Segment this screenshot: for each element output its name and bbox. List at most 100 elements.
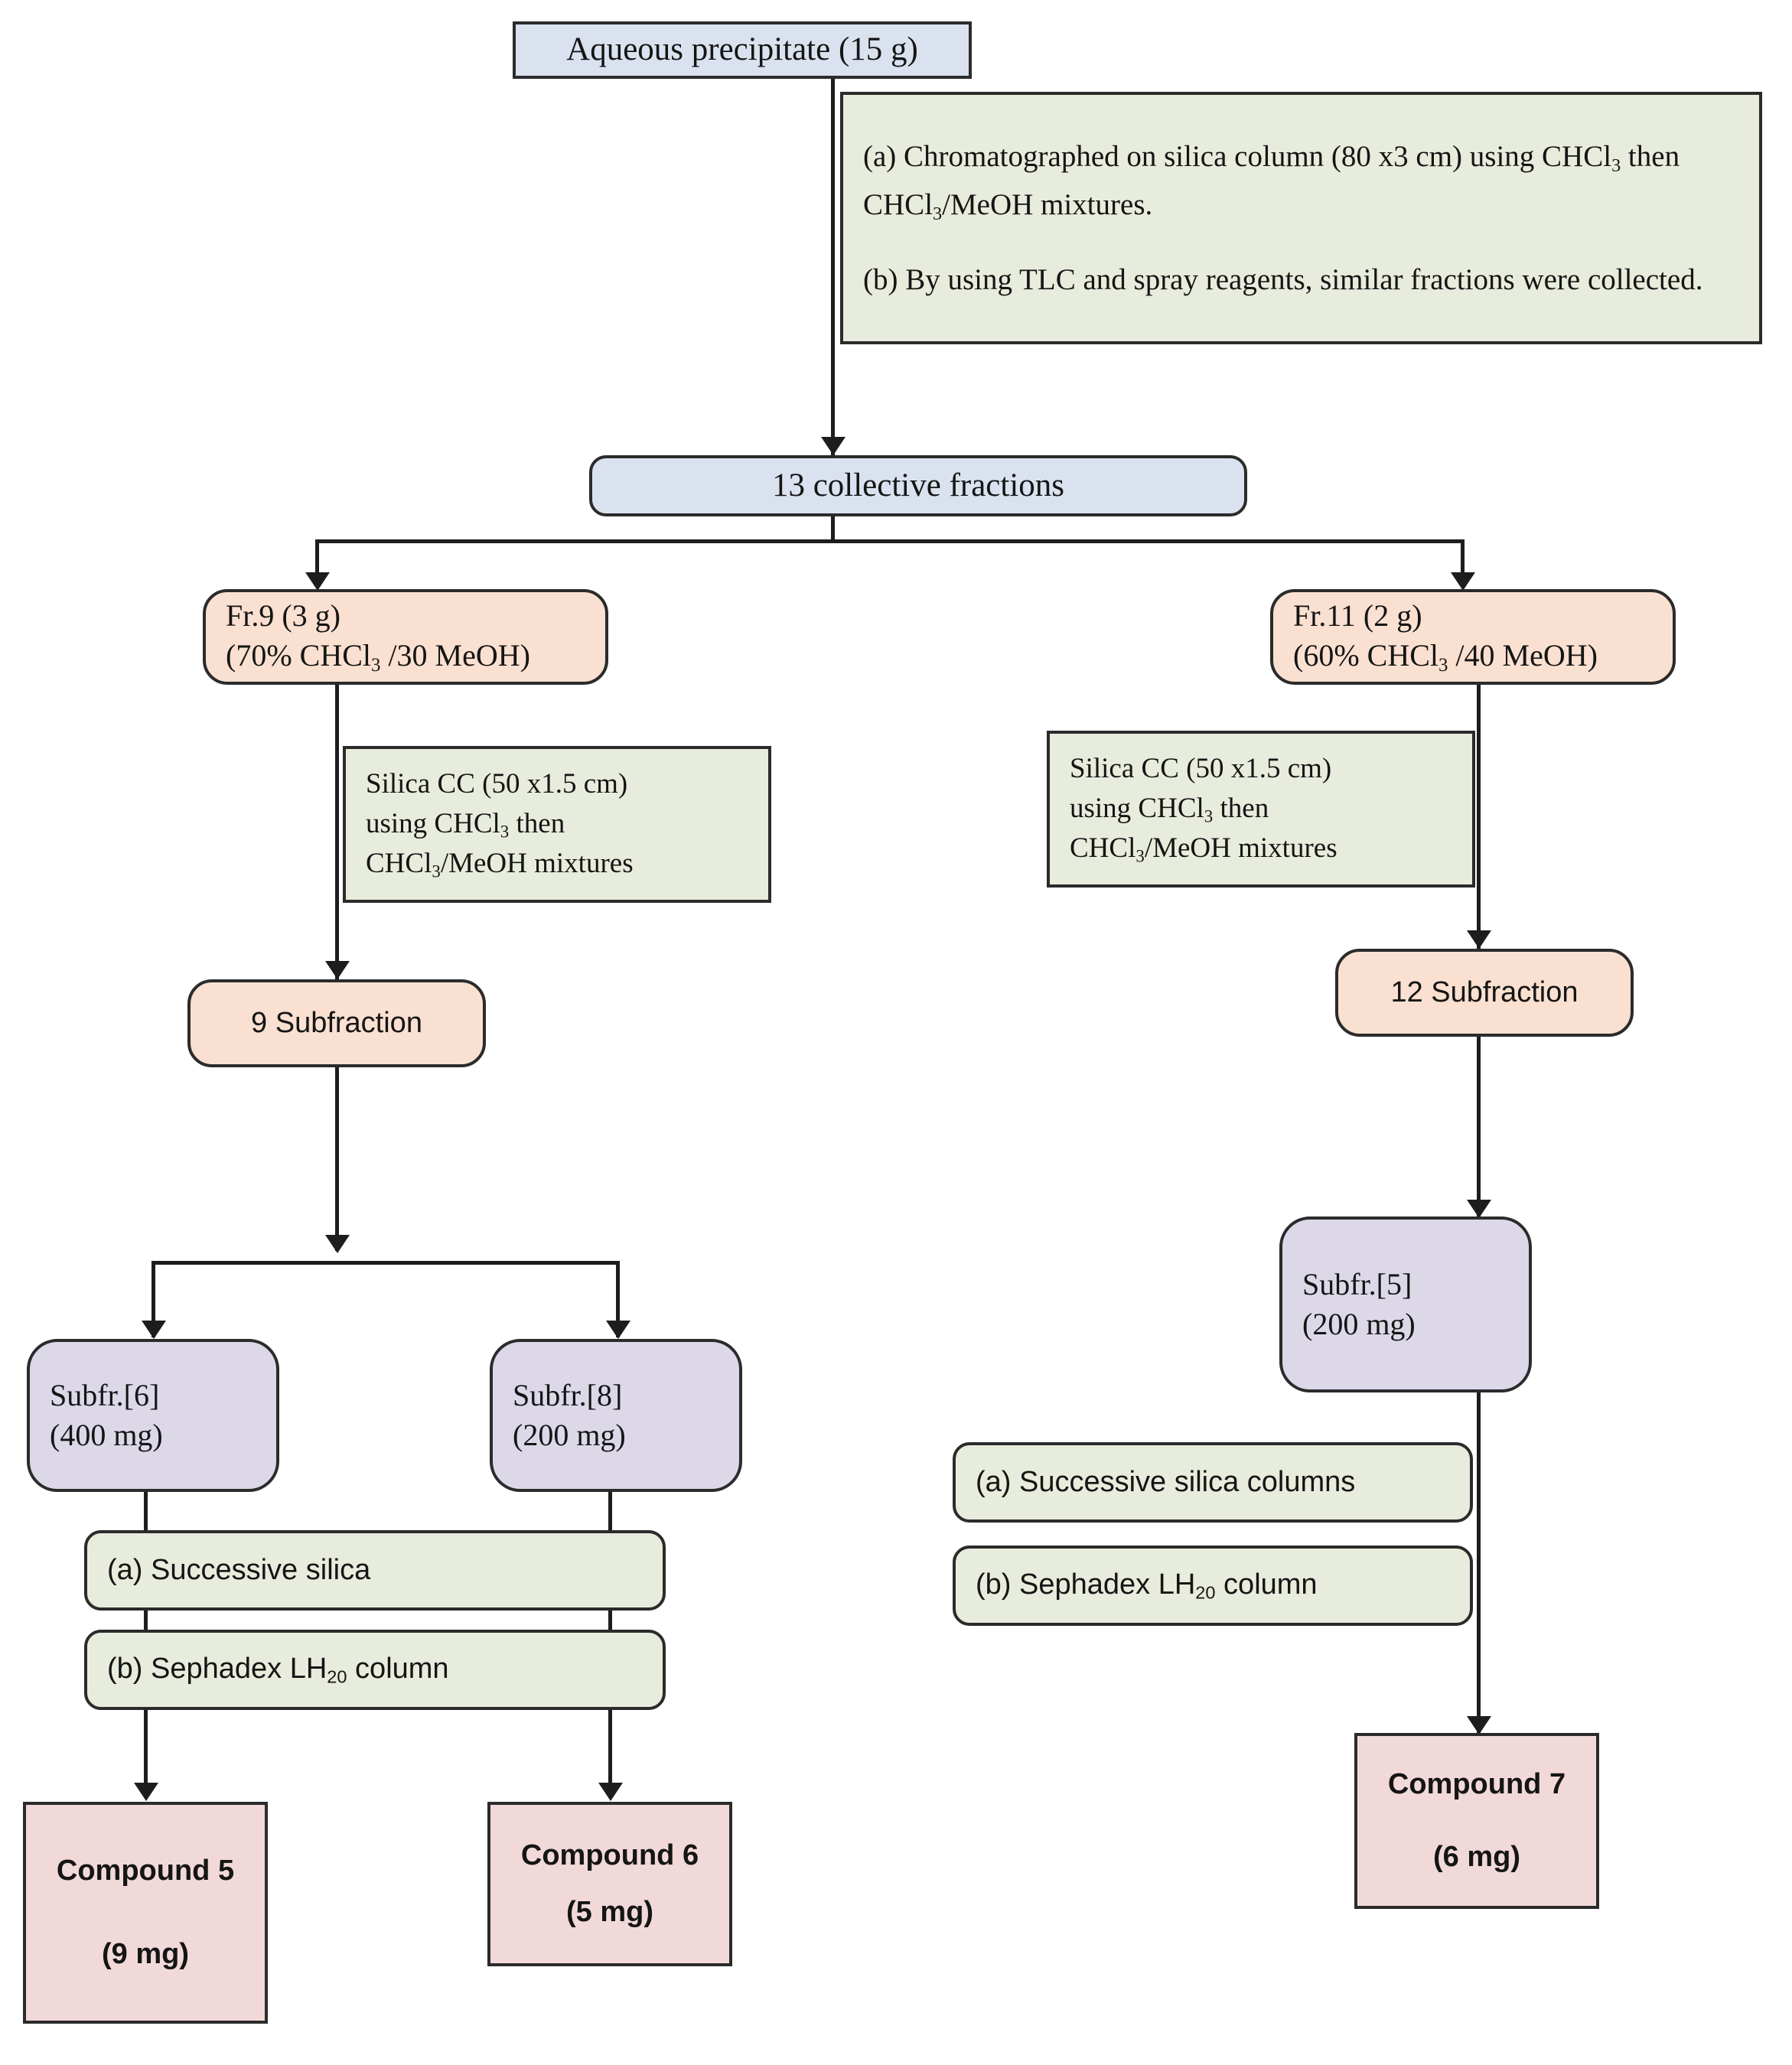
node-compound-6: Compound 6 (5 mg) — [487, 1802, 732, 1966]
node-subfr-8: Subfr.[8] (200 mg) — [490, 1339, 742, 1492]
arrowhead-fr9 — [305, 572, 330, 591]
note-cc-left-line3: CHCl3/MeOH mixtures — [366, 844, 634, 884]
arrowhead-compound6 — [598, 1783, 623, 1801]
note-left-sephadex: (b) Sephadex LH20 column — [84, 1630, 666, 1710]
note-a-tail2: /MeOH mixtures. — [942, 188, 1153, 222]
cc-l-l2post: then — [509, 807, 565, 839]
subfr5-line1: Subfr.[5] — [1302, 1267, 1412, 1301]
arrowhead-compound7 — [1467, 1716, 1491, 1734]
cc-l-l3post: /MeOH mixtures — [440, 848, 634, 880]
connector-sub12-to-subfr5 — [1477, 1037, 1481, 1217]
note-line-a: (a) Chromatographed on silica column (80… — [863, 132, 1745, 229]
node-aqueous-precipitate: Aqueous precipitate (15 g) — [513, 21, 972, 79]
note-cc-right-line3: CHCl3/MeOH mixtures — [1070, 829, 1337, 869]
note-right-sephadex: (b) Sephadex LH20 column — [953, 1545, 1473, 1626]
arrowhead-sub12 — [1467, 930, 1491, 949]
node-12-subfraction: 12 Subfraction — [1335, 949, 1634, 1037]
cc-r-l3pre: CHCl — [1070, 832, 1136, 865]
connector-to-subfr8 — [616, 1261, 620, 1337]
compound6-line2: (5 mg) — [566, 1895, 653, 1928]
note-a-sub2: 3 — [933, 204, 943, 225]
cc-l-l3pre: CHCl — [366, 848, 432, 880]
connector-subfr5-down — [1477, 1392, 1481, 1733]
node-label: 12 Subfraction — [1390, 976, 1579, 1008]
cc-r-l3post: /MeOH mixtures — [1144, 832, 1337, 865]
note-line-b: (b) By using TLC and spray reagents, sim… — [863, 262, 1703, 296]
cc-r-l2pre: using CHCl — [1070, 792, 1204, 824]
connector-fr9-to-sub9 — [335, 685, 339, 979]
fr11-l2-pre: (60% CHCl — [1293, 637, 1438, 673]
note-right-b-label: (b) Sephadex LH20 column — [976, 1567, 1318, 1604]
arrowhead-subfr8 — [606, 1321, 630, 1339]
connector-to-fr9 — [315, 539, 319, 587]
subfr6-line1: Subfr.[6] — [50, 1378, 160, 1412]
cc-r-l2sub: 3 — [1204, 806, 1214, 826]
node-compound-5: Compound 5 (9 mg) — [23, 1802, 268, 2024]
node-subfr-5: Subfr.[5] (200 mg) — [1279, 1217, 1532, 1392]
compound6-line1: Compound 6 — [520, 1839, 699, 1871]
connector-collective-stem — [831, 516, 835, 541]
seph-r-post: column — [1215, 1568, 1318, 1601]
compound7-line1: Compound 7 — [1387, 1767, 1566, 1800]
arrowhead-sub9-split — [325, 1235, 350, 1253]
note-left-a-label: (a) Successive silica — [107, 1553, 371, 1586]
subfr6-line2: (400 mg) — [50, 1418, 163, 1452]
connector-to-subfr6 — [152, 1261, 155, 1337]
arrowhead-subfr6 — [142, 1321, 166, 1339]
note-cc-right-line1: Silica CC (50 x1.5 cm) — [1070, 753, 1332, 785]
connector-fr11-to-sub12 — [1477, 685, 1481, 949]
subfr8-line1: Subfr.[8] — [513, 1378, 623, 1412]
note-left-successive-silica: (a) Successive silica — [84, 1530, 666, 1611]
arrowhead-collective — [821, 437, 845, 455]
fr9-l2-sub: 3 — [371, 654, 381, 676]
seph-l-sub: 20 — [327, 1666, 347, 1687]
connector-sub9-bus — [152, 1261, 620, 1265]
cc-l-l2pre: using CHCl — [366, 807, 500, 839]
node-label: 13 collective fractions — [771, 467, 1065, 503]
fr11-l2-post: /40 MeOH) — [1448, 637, 1598, 673]
note-silica-cc-right: Silica CC (50 x1.5 cm) using CHCl3 then … — [1047, 731, 1475, 888]
fr11-line1: Fr.11 (2 g) — [1293, 598, 1422, 633]
note-left-b-label: (b) Sephadex LH20 column — [107, 1651, 449, 1689]
arrowhead-subfr5 — [1467, 1200, 1491, 1218]
fr9-line1: Fr.9 (3 g) — [226, 598, 340, 633]
fr9-l2-post: /30 MeOH) — [380, 637, 530, 673]
note-cc-left-line1: Silica CC (50 x1.5 cm) — [366, 768, 628, 800]
compound5-line2: (9 mg) — [102, 1938, 189, 1970]
node-compound-7: Compound 7 (6 mg) — [1354, 1733, 1599, 1909]
cc-r-l3sub: 3 — [1135, 846, 1145, 866]
connector-sub9-stem — [335, 1067, 339, 1251]
note-a-text: (a) Chromatographed on silica column (80… — [863, 140, 1612, 174]
note-cc-right-line2: using CHCl3 then — [1070, 789, 1269, 829]
connector-start-to-collective — [831, 79, 835, 455]
subfr5-line2: (200 mg) — [1302, 1307, 1416, 1341]
connector-to-fr11 — [1461, 539, 1465, 587]
compound7-line2: (6 mg) — [1433, 1841, 1520, 1873]
arrowhead-sub9 — [325, 961, 350, 979]
node-label: Aqueous precipitate (15 g) — [566, 31, 918, 68]
cc-l-l3sub: 3 — [432, 862, 441, 881]
note-a-sub: 3 — [1611, 155, 1621, 176]
node-9-subfraction: 9 Subfraction — [187, 979, 486, 1067]
arrowhead-compound5 — [134, 1783, 158, 1801]
arrowhead-fr11 — [1451, 572, 1475, 591]
cc-r-l2post: then — [1213, 792, 1269, 824]
note-silica-cc-left: Silica CC (50 x1.5 cm) using CHCl3 then … — [343, 746, 771, 903]
note-right-a-label: (a) Successive silica columns — [976, 1465, 1356, 1498]
node-13-collective-fractions: 13 collective fractions — [589, 455, 1247, 516]
seph-l-pre: (b) Sephadex LH — [107, 1652, 327, 1685]
fr11-l2-sub: 3 — [1438, 654, 1448, 676]
fr9-line2: (70% CHCl3 /30 MeOH) — [226, 636, 530, 678]
connector-collective-bus — [315, 539, 1465, 543]
compound5-line1: Compound 5 — [56, 1854, 235, 1887]
fr9-l2-pre: (70% CHCl — [226, 637, 371, 673]
fr11-line2: (60% CHCl3 /40 MeOH) — [1293, 636, 1598, 678]
note-right-successive-silica-columns: (a) Successive silica columns — [953, 1442, 1473, 1523]
seph-l-post: column — [347, 1652, 449, 1685]
node-fraction-11: Fr.11 (2 g) (60% CHCl3 /40 MeOH) — [1270, 589, 1676, 685]
node-subfr-6: Subfr.[6] (400 mg) — [27, 1339, 279, 1492]
node-fraction-9: Fr.9 (3 g) (70% CHCl3 /30 MeOH) — [203, 589, 608, 685]
seph-r-sub: 20 — [1195, 1582, 1216, 1603]
note-a-tail: then CHCl — [863, 140, 1680, 222]
